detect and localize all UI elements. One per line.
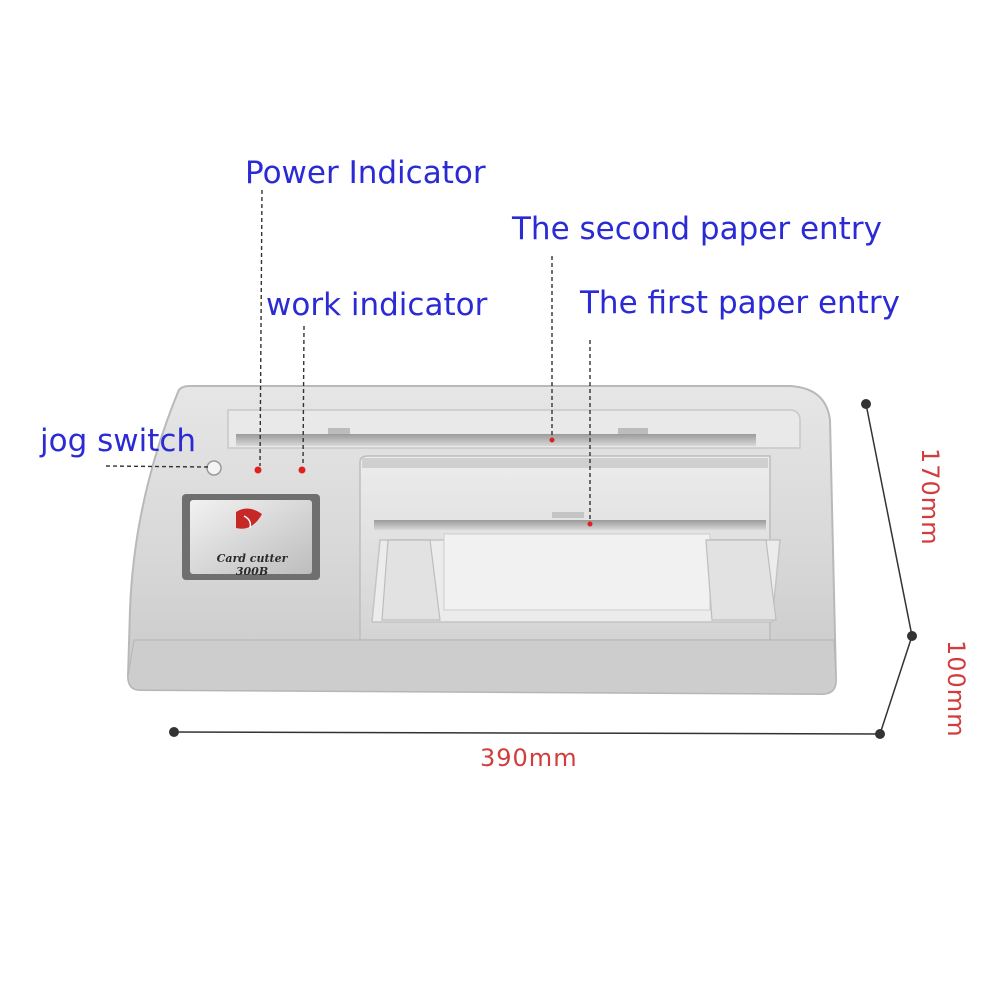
work-indicator-leader: [302, 325, 305, 467]
depth-dimension-line: [865, 403, 913, 637]
callout-leaders: [105, 189, 591, 524]
width-dimension-line: [173, 731, 881, 735]
power-indicator-label: Power Indicator: [245, 155, 486, 191]
control-panel: [190, 500, 312, 574]
dimension-lines: [173, 403, 913, 735]
machine-body: [126, 385, 838, 696]
jog-switch-button[interactable]: [206, 460, 222, 476]
depth-dimension-label: 170mm: [916, 448, 944, 546]
dimension-endpoints: [169, 399, 917, 739]
second-paper-entry-slot: [236, 434, 756, 446]
first-paper-entry-label: The first paper entry: [580, 285, 900, 321]
width-dimension-label: 390mm: [480, 744, 578, 772]
jog-switch-leader: [105, 465, 209, 468]
power-indicator-led: [254, 466, 262, 474]
work-indicator-label: work indicator: [266, 287, 488, 323]
second-paper-entry-label: The second paper entry: [512, 211, 882, 247]
right-paper-guide: [705, 539, 777, 621]
panel-label: Card cutter 300B: [216, 552, 288, 578]
left-paper-guide: [381, 539, 441, 621]
work-indicator-led: [298, 466, 306, 474]
height-dimension-label: 100mm: [942, 640, 970, 738]
jog-switch-label: jog switch: [40, 423, 197, 459]
panel-logo: [236, 508, 262, 529]
first-paper-entry-slot: [374, 520, 766, 530]
height-dimension-line: [879, 635, 913, 735]
